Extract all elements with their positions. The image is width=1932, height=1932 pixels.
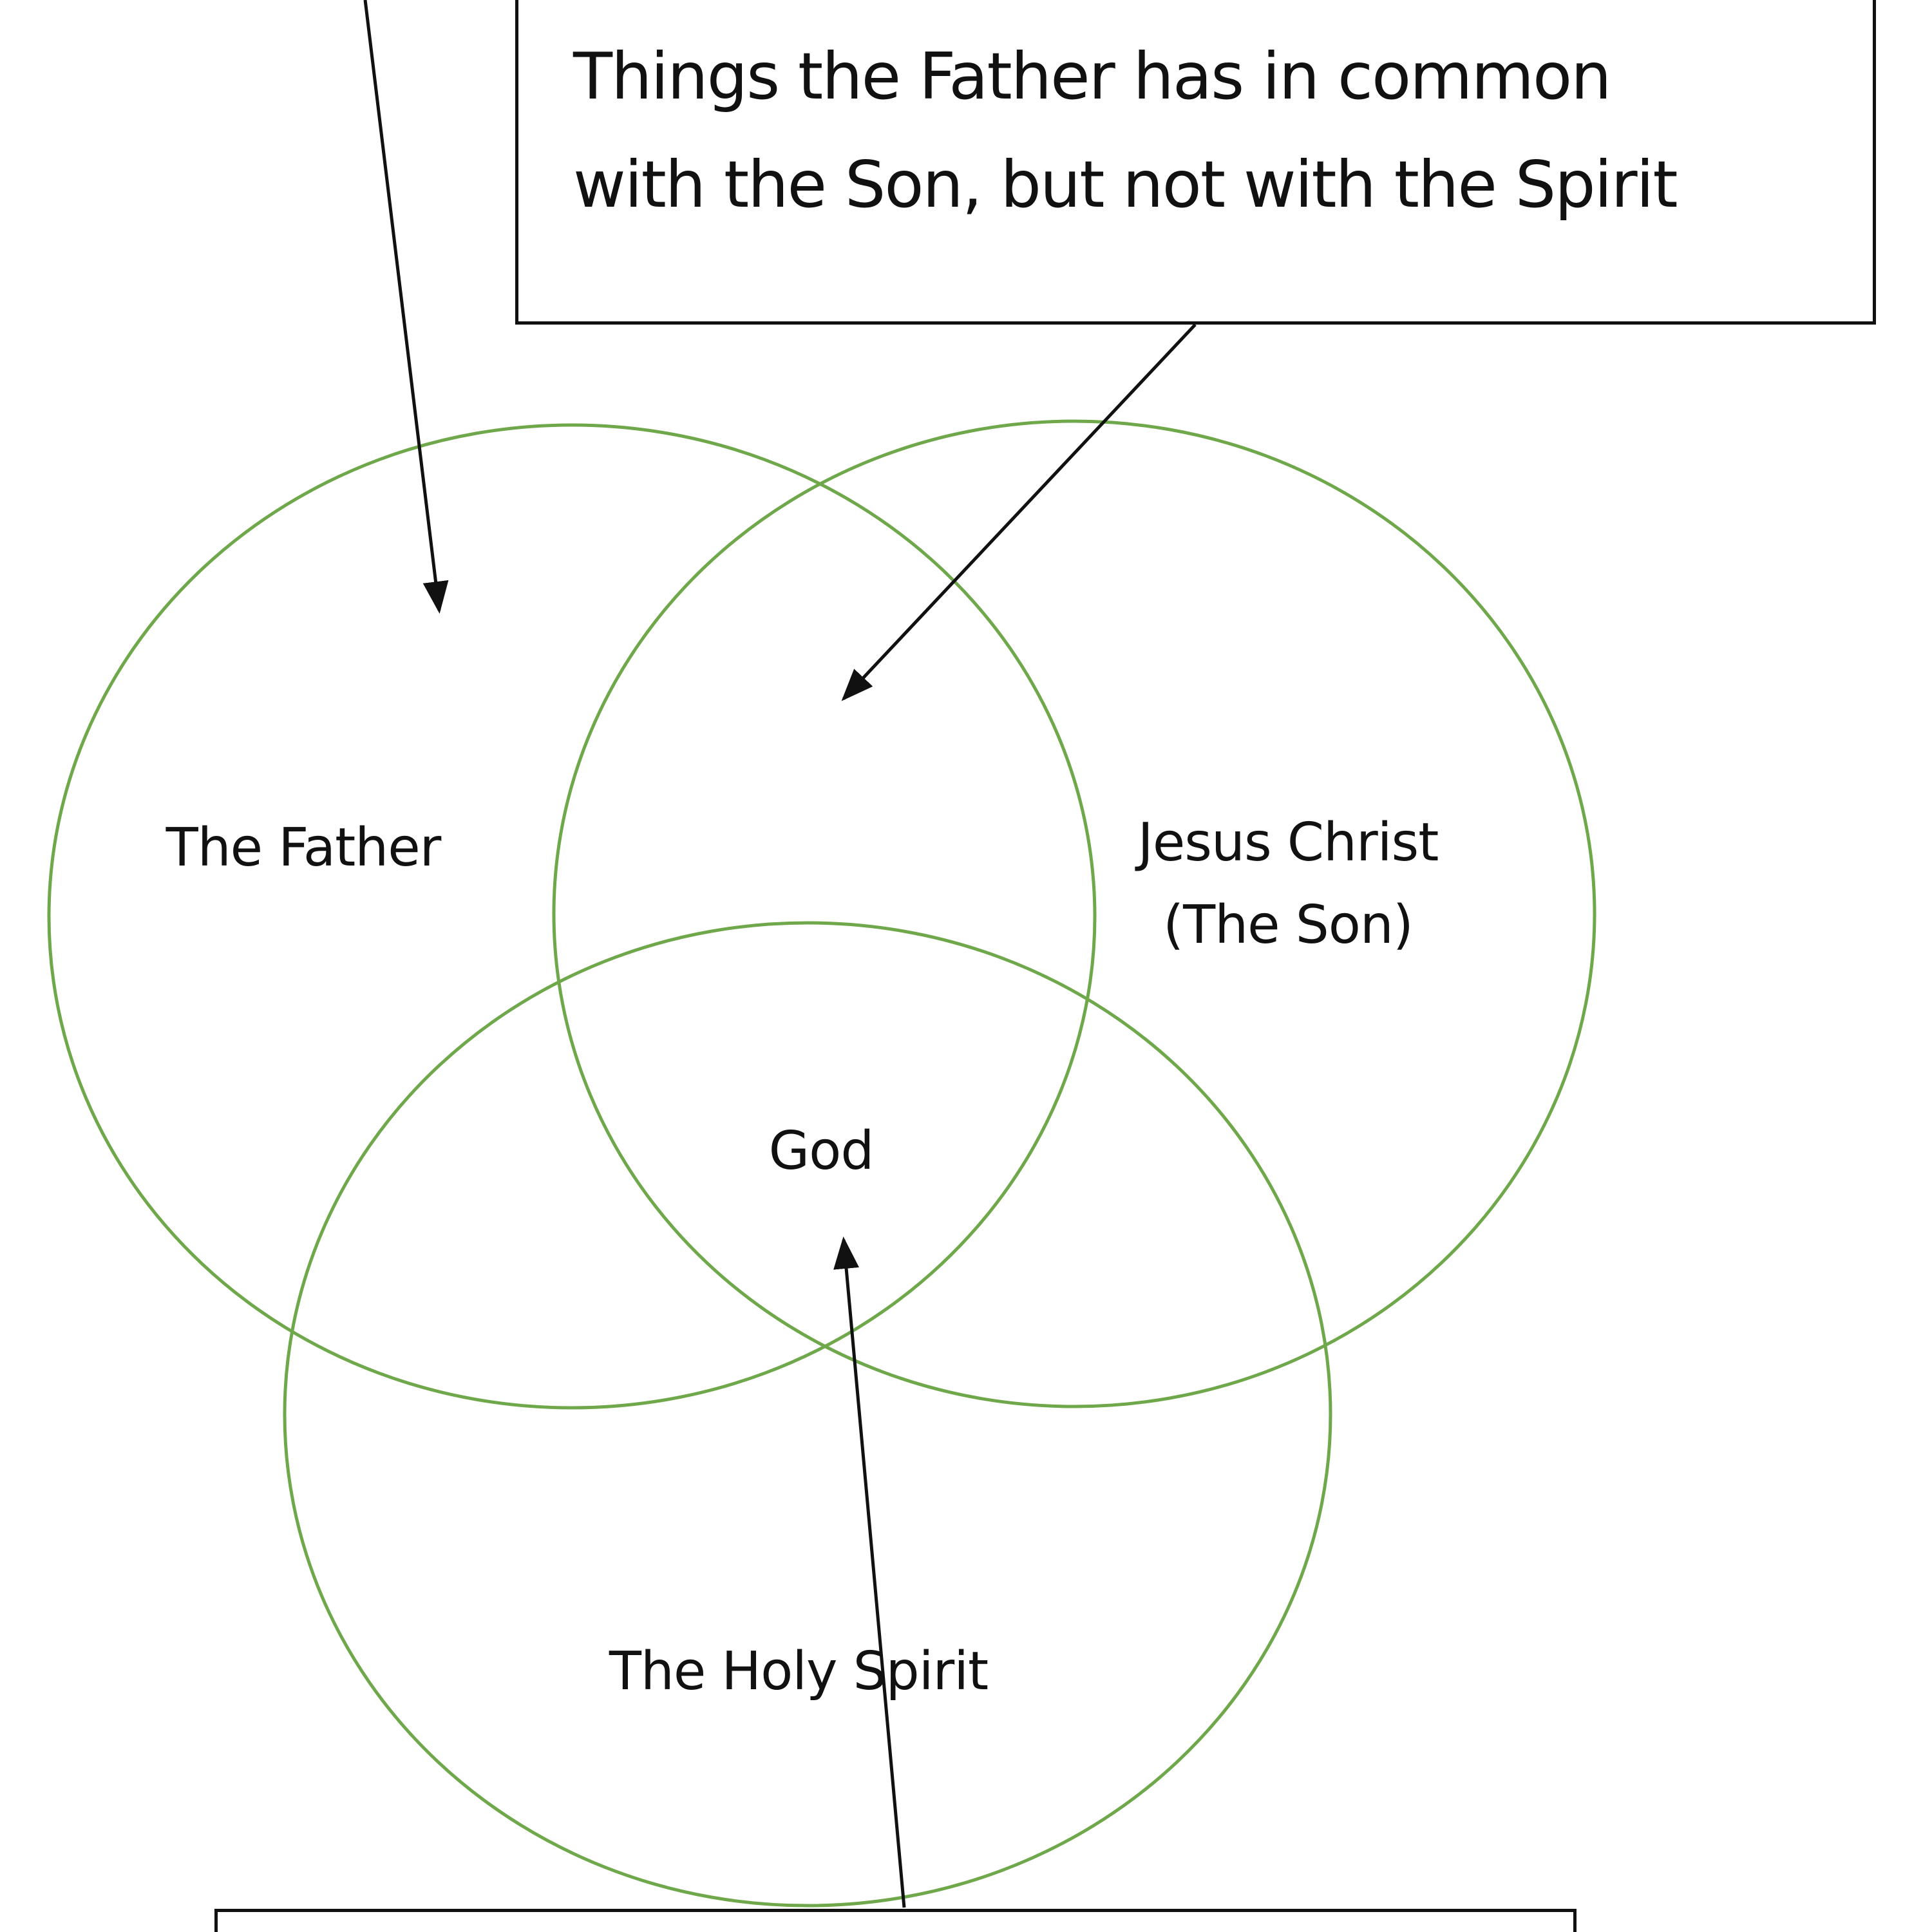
spirit-circle [283, 921, 1332, 1908]
son-circle [552, 419, 1596, 1408]
son-label-line-2: (The Son) [1163, 895, 1414, 956]
top-callout-text: Things the Father has in common with the… [573, 23, 1678, 239]
callout-line-1: Things the Father has in common [573, 39, 1612, 114]
callout-line-2: with the Son, but not with the Spirit [573, 147, 1678, 222]
arrow-to-father-only [363, 0, 449, 614]
arrow-to-father-son-overlap [841, 323, 1197, 701]
bottom-callout-box [214, 1909, 1577, 1932]
son-label: Jesus Christ (The Son) [1138, 802, 1439, 967]
son-label-line-1: Jesus Christ [1137, 812, 1439, 873]
god-label: God [768, 1121, 875, 1182]
father-circle [47, 423, 1097, 1410]
spirit-label: The Holy Spirit [609, 1641, 989, 1702]
father-label: The Father [166, 817, 442, 878]
arrow-to-god-center [833, 1236, 906, 1908]
top-callout-box: Things the Father has in common with the… [515, 0, 1876, 325]
